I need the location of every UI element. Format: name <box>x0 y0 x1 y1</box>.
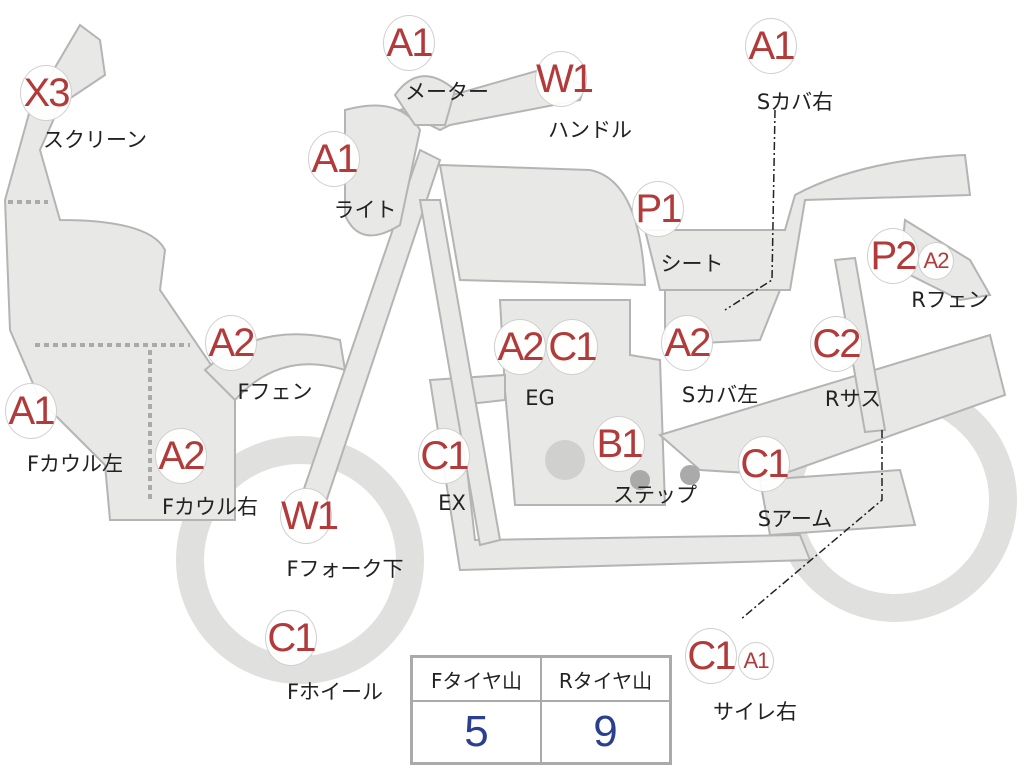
rear-tire-header: Rタイヤ山 <box>541 657 670 701</box>
damage-code-exhaust: C1 <box>418 428 470 484</box>
screen-cowl <box>3 23 236 521</box>
cowl-divider <box>35 343 190 500</box>
meter <box>393 75 457 126</box>
damage-code-silencer-right: C1 <box>685 628 737 684</box>
front-wheel <box>176 436 424 684</box>
damage-code-engine: A2 <box>494 319 546 375</box>
damage-code-engine-2: C1 <box>546 319 598 375</box>
damage-code-side-cover-left: A2 <box>661 315 713 371</box>
part-label: Rサス <box>824 387 882 411</box>
damage-code-light: A1 <box>308 131 360 187</box>
damage-code-handle: W1 <box>535 51 594 107</box>
muffler <box>758 468 917 537</box>
engine-cover <box>545 440 585 480</box>
damage-code-meter: A1 <box>383 15 435 71</box>
part-label: Sアーム <box>757 507 833 531</box>
part-label: Fフェン <box>237 380 313 404</box>
part-label: Sカバ右 <box>756 90 834 114</box>
part-label: ハンドル <box>548 118 632 142</box>
part-label: Fカウル左 <box>26 452 124 476</box>
damage-code-front-wheel: C1 <box>265 610 317 666</box>
leader-line <box>739 430 883 621</box>
damage-code-rear-fender-2: A2 <box>918 242 954 280</box>
part-label: スクリーン <box>43 128 147 152</box>
damage-code-seat: P1 <box>632 181 684 237</box>
step-peg <box>680 465 700 485</box>
light <box>344 104 422 237</box>
damage-code-rear-suspension: C2 <box>810 316 862 372</box>
frame <box>418 199 502 547</box>
part-label: サイレ右 <box>713 700 797 724</box>
rear-tire-value: 9 <box>541 701 670 763</box>
damage-code-swing-arm: C1 <box>738 436 790 492</box>
step-peg <box>630 470 650 490</box>
damage-code-front-cowl-right: A2 <box>155 428 207 484</box>
part-label: Sカバ左 <box>681 383 759 407</box>
damage-code-front-fender: A2 <box>205 315 257 371</box>
part-label: Fホイール <box>286 680 384 704</box>
part-label: EX <box>438 491 466 515</box>
tire-tread-table: Fタイヤ山 Rタイヤ山 5 9 <box>410 655 672 765</box>
part-label: EG <box>525 386 555 410</box>
swing-arm <box>657 333 1007 477</box>
tank <box>438 163 647 287</box>
damage-code-front-fork-lower: W1 <box>280 488 339 544</box>
part-label: Fカウル右 <box>161 495 259 519</box>
part-label: ライト <box>333 198 397 222</box>
part-label: ステップ <box>613 483 697 507</box>
damage-code-silencer-right-2: A1 <box>738 642 774 680</box>
damage-code-step: B1 <box>593 416 645 472</box>
seat <box>643 153 972 291</box>
damage-code-front-cowl-left: A1 <box>5 383 57 439</box>
front-tire-value: 5 <box>412 701 541 763</box>
part-label: Fフォーク下 <box>286 557 404 581</box>
damage-code-rear-fender: P2 <box>867 228 919 284</box>
part-label: Rフェン <box>911 288 989 312</box>
damage-code-side-cover-right: A1 <box>745 18 797 74</box>
damage-code-screen: X3 <box>20 65 72 121</box>
part-label: メーター <box>405 80 489 104</box>
front-tire-header: Fタイヤ山 <box>412 657 541 701</box>
part-label: シート <box>660 252 724 276</box>
